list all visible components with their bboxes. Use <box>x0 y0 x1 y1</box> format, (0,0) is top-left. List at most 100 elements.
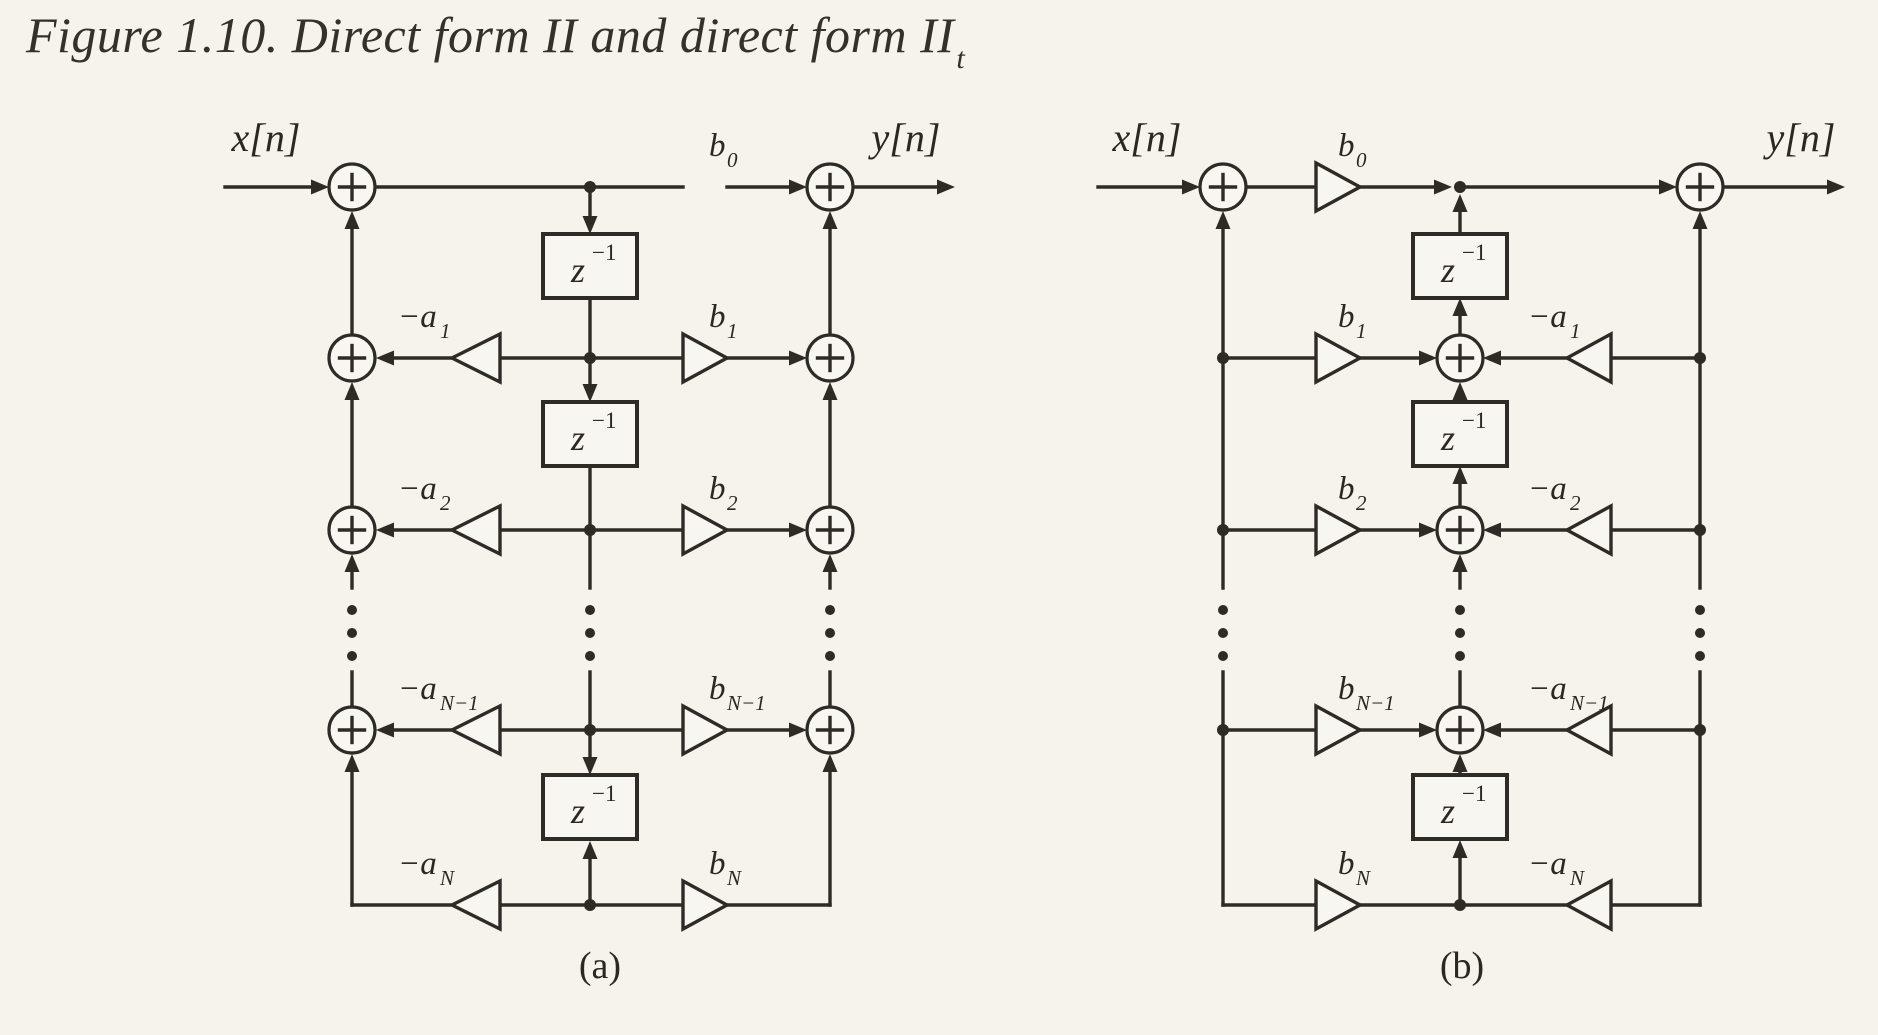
arrowhead-icon <box>789 350 807 366</box>
delay-exponent: −1 <box>592 408 616 433</box>
branch-node <box>1217 524 1229 536</box>
ellipsis-dot <box>1218 628 1228 638</box>
output-label: y[n] <box>868 115 941 160</box>
arrowhead-icon <box>1452 382 1468 400</box>
arrowhead-icon <box>1419 350 1437 366</box>
delay-exponent: −1 <box>1462 781 1486 806</box>
input-label: x[n] <box>1112 115 1182 160</box>
branch-node <box>584 724 596 736</box>
arrowhead-icon <box>1483 722 1501 738</box>
delay-block <box>541 400 639 468</box>
branch-node <box>1217 724 1229 736</box>
arrowhead-icon <box>789 179 807 195</box>
arrowhead-icon <box>937 179 955 195</box>
gain-triangle-feedforward <box>1314 160 1364 214</box>
gain-label-a: −a <box>1528 846 1567 882</box>
output-label: y[n] <box>1763 115 1836 160</box>
arrowhead-icon <box>1434 179 1452 195</box>
gain-label-b-sub: 0 <box>727 148 738 172</box>
gain-triangle-feedback <box>1563 331 1613 385</box>
arrowhead-icon <box>582 841 598 859</box>
gain-label-b: b <box>709 471 726 507</box>
gain-label-b: b <box>1338 846 1355 882</box>
branch-node <box>584 524 596 536</box>
delay-block <box>1411 773 1509 841</box>
delay-block <box>541 232 639 300</box>
arrowhead-icon <box>1452 298 1468 316</box>
arrowhead-icon <box>822 211 838 229</box>
arrowhead-icon <box>344 382 360 400</box>
arrowhead-icon <box>1452 554 1468 572</box>
gain-triangle-feedforward <box>681 503 731 557</box>
branch-node <box>1694 524 1706 536</box>
ellipsis-dot <box>585 651 595 661</box>
figure-title-subscript: t <box>956 42 966 75</box>
gain-label-a-sub: N <box>439 866 455 890</box>
gain-label-b-sub: 1 <box>1356 319 1367 343</box>
arrowhead-icon <box>1182 179 1200 195</box>
ellipsis-dot <box>585 605 595 615</box>
arrowhead-icon <box>1452 466 1468 484</box>
arrowhead-icon <box>344 211 360 229</box>
arrowhead-icon <box>1419 722 1437 738</box>
gain-label-b: b <box>1338 299 1355 335</box>
gain-label-b: b <box>709 299 726 335</box>
arrowhead-icon <box>376 350 394 366</box>
gain-triangle-feedforward <box>681 331 731 385</box>
branch-node <box>1694 352 1706 364</box>
gain-label-b-sub: 0 <box>1356 148 1367 172</box>
gain-label-b-sub: N−1 <box>726 691 766 715</box>
gain-triangle-feedforward <box>681 878 731 932</box>
ellipsis-dot <box>585 628 595 638</box>
gain-triangle-feedback <box>1563 503 1613 557</box>
gain-triangle-feedback <box>1563 703 1613 757</box>
delay-exponent: −1 <box>1462 408 1486 433</box>
arrowhead-icon <box>822 382 838 400</box>
gain-triangle-feedforward <box>1314 503 1364 557</box>
arrowhead-icon <box>1452 840 1468 858</box>
gain-label-b-sub: N <box>726 866 742 890</box>
gain-label-a-sub: 1 <box>1570 319 1581 343</box>
gain-label-a-sub: N−1 <box>439 691 479 715</box>
gain-triangle-feedback <box>448 503 502 557</box>
arrowhead-icon <box>1215 211 1231 229</box>
ellipsis-dot <box>1218 605 1228 615</box>
gain-triangle-feedforward <box>681 703 731 757</box>
ellipsis-dot <box>1695 605 1705 615</box>
delay-label: z <box>570 250 585 290</box>
arrowhead-icon <box>789 522 807 538</box>
gain-triangle-feedback <box>448 703 502 757</box>
gain-triangle-feedforward <box>1314 703 1364 757</box>
gain-triangle-feedback <box>1563 878 1613 932</box>
gain-label-a-sub: 2 <box>440 491 451 515</box>
gain-triangle-feedback <box>448 331 502 385</box>
gain-label-a-sub: 2 <box>1570 491 1581 515</box>
gain-label-a: −a <box>398 471 437 507</box>
gain-label-b: b <box>709 128 726 164</box>
gain-label-a-sub: 1 <box>440 319 451 343</box>
arrowhead-icon <box>822 554 838 572</box>
gain-label-b-sub: 2 <box>1356 491 1367 515</box>
delay-label: z <box>1440 250 1455 290</box>
ellipsis-dot <box>825 628 835 638</box>
arrowhead-icon <box>1827 179 1845 195</box>
arrowhead-icon <box>1452 194 1468 212</box>
ellipsis-dot <box>1218 651 1228 661</box>
arrowhead-icon <box>1452 754 1468 772</box>
arrowhead-icon <box>344 754 360 772</box>
arrowhead-icon <box>1419 522 1437 538</box>
diagram-caption: (a) <box>579 945 621 987</box>
branch-node <box>584 352 596 364</box>
delay-label: z <box>1440 791 1455 831</box>
arrowhead-icon <box>311 179 329 195</box>
figure-title-text: Figure 1.10. Direct form II and direct f… <box>26 7 955 63</box>
gain-triangle-feedback <box>448 878 502 932</box>
gain-label-a: −a <box>398 846 437 882</box>
arrowhead-icon <box>376 722 394 738</box>
figure-title: Figure 1.10. Direct form II and direct f… <box>26 6 965 76</box>
gain-label-b-sub: N−1 <box>1355 691 1395 715</box>
diagram-caption: (b) <box>1440 945 1484 987</box>
ellipsis-dot <box>825 651 835 661</box>
arrowhead-icon <box>582 216 598 234</box>
